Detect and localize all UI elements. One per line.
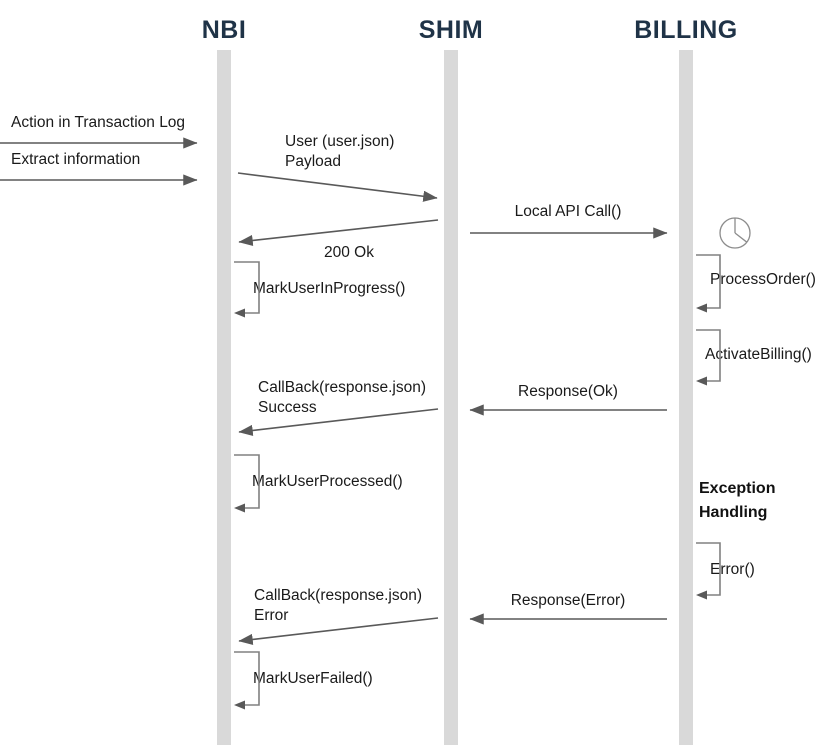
lifeline-bar-shim bbox=[444, 50, 458, 745]
self-call-arrowhead-mark-user-failed bbox=[234, 700, 245, 710]
message-label-action-in-transaction-log: Action in Transaction Log bbox=[11, 114, 186, 131]
message-label-local-api-call: Local API Call() bbox=[514, 203, 622, 220]
lifeline-title-shim: SHIM bbox=[418, 16, 484, 44]
lifeline-title-billing: BILLING bbox=[634, 16, 738, 44]
self-call-arrowhead-error bbox=[696, 590, 707, 600]
self-call-arrowhead-activate-billing bbox=[696, 376, 707, 386]
self-call-arrowhead-process-order bbox=[696, 303, 707, 313]
lifeline-bar-nbi bbox=[217, 50, 231, 745]
message-label-response-error: Response(Error) bbox=[510, 592, 626, 609]
message-label-error: Error() bbox=[710, 561, 755, 578]
self-call-arrowhead-mark-user-processed bbox=[234, 503, 245, 513]
message-label-user-payload: User (user.json) Payload bbox=[285, 133, 395, 170]
message-label-mark-user-processed: MarkUserProcessed() bbox=[252, 473, 403, 490]
self-call-arrowhead-mark-user-in-progress bbox=[234, 308, 245, 318]
message-label-mark-user-in-progress: MarkUserInProgress() bbox=[253, 280, 406, 297]
message-arrow-200-ok bbox=[238, 219, 439, 247]
annotation-exception-handling: Exception Handling bbox=[699, 480, 776, 521]
lifeline-title-nbi: NBI bbox=[201, 16, 247, 44]
clock-icon bbox=[719, 217, 751, 249]
message-label-response-ok: Response(Ok) bbox=[518, 383, 618, 400]
message-arrow-user-payload bbox=[237, 172, 438, 202]
message-label-callback-success: CallBack(response.json) Success bbox=[258, 379, 426, 416]
message-label-callback-error: CallBack(response.json) Error bbox=[254, 587, 422, 624]
message-label-activate-billing: ActivateBilling() bbox=[705, 346, 812, 363]
message-label-extract-information: Extract information bbox=[11, 151, 141, 168]
message-label-process-order: ProcessOrder() bbox=[710, 271, 816, 288]
message-label-200-ok: 200 Ok bbox=[324, 244, 374, 261]
message-label-mark-user-failed: MarkUserFailed() bbox=[253, 670, 373, 687]
lifeline-bar-billing bbox=[679, 50, 693, 745]
